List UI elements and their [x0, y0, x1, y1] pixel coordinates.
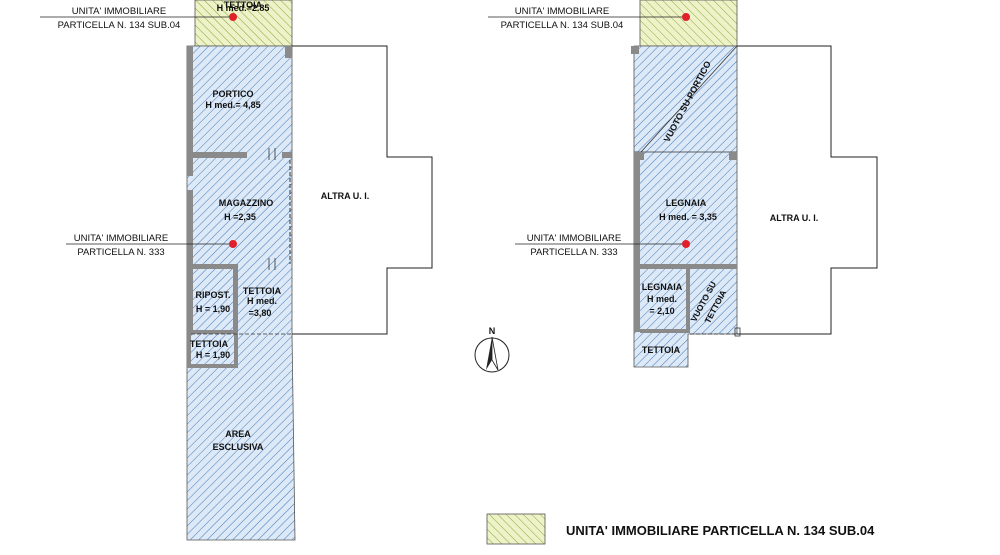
magazzino-name: MAGAZZINO	[219, 198, 274, 208]
legend: UNITA' IMMOBILIARE PARTICELLA N. 134 SUB…	[486, 513, 875, 545]
right-other-unit-label: ALTRA U. I.	[770, 213, 819, 223]
left-top-room-height: H med.=2.85	[217, 3, 270, 13]
magazzino-height: H =2,35	[224, 212, 256, 222]
left-callout-top-line1: UNITA' IMMOBILIARE	[72, 6, 167, 17]
right-callout-mid-line2: PARTICELLA N. 333	[530, 247, 617, 258]
left-plan: TETTOIA H med.=2.85 PORTICO H med.= 4,85…	[40, 0, 433, 541]
legend-label: UNITA' IMMOBILIARE PARTICELLA N. 134 SUB…	[566, 523, 875, 538]
legnaia-small-height2: = 2,10	[649, 306, 674, 316]
legnaia-small-name: LEGNAIA	[642, 282, 683, 292]
left-top-tettoia-area	[194, 0, 293, 47]
area-line2: ESCLUSIVA	[213, 442, 264, 452]
left-callout-mid-line1: UNITA' IMMOBILIARE	[74, 233, 169, 244]
area-line1: AREA	[225, 429, 251, 439]
tettoia-bottom-label: TETTOIA	[642, 345, 681, 355]
legend-swatch	[486, 513, 546, 545]
ripost-height: H = 1,90	[196, 304, 230, 314]
left-walls	[187, 46, 292, 368]
tettoia-small-name: TETTOIA	[190, 339, 229, 349]
tettoia-right-name: TETTOIA	[243, 286, 282, 296]
tettoia-right-height1: H med.	[247, 296, 277, 306]
left-other-unit-label: ALTRA U. I.	[321, 191, 370, 201]
right-other-unit-outline	[737, 45, 878, 335]
left-callout-mid-line2: PARTICELLA N. 333	[77, 247, 164, 258]
portico-name: PORTICO	[212, 89, 253, 99]
legnaia-big-name: LEGNAIA	[666, 198, 707, 208]
right-walls	[631, 46, 737, 333]
right-plan: VUOTO SU PORTICO LEGNAIA H med. = 3,35 L…	[488, 0, 878, 368]
right-callout-top-line2: PARTICELLA N. 134 SUB.04	[501, 20, 624, 31]
left-callout-top-line2: PARTICELLA N. 134 SUB.04	[58, 20, 181, 31]
right-mid-marker	[682, 240, 690, 248]
right-callout-mid-line1: UNITA' IMMOBILIARE	[527, 233, 622, 244]
left-other-unit-outline	[292, 45, 433, 335]
north-arrow: N	[474, 326, 510, 373]
north-label: N	[489, 326, 496, 336]
right-callout-top-line1: UNITA' IMMOBILIARE	[515, 6, 610, 17]
left-top-marker	[229, 13, 237, 21]
tettoia-small-height: H = 1,90	[196, 350, 230, 360]
legnaia-small-height1: H med.	[647, 294, 677, 304]
right-top-tettoia-area	[639, 0, 738, 47]
legnaia-big-height: H med. = 3,35	[659, 212, 717, 222]
ripost-name: RIPOST.	[195, 290, 230, 300]
left-mid-marker	[229, 240, 237, 248]
right-top-marker	[682, 13, 690, 21]
left-top-room-name: TETTOIA	[224, 0, 263, 10]
portico-height: H med.= 4,85	[205, 100, 260, 110]
tettoia-right-height2: =3,80	[249, 308, 272, 318]
